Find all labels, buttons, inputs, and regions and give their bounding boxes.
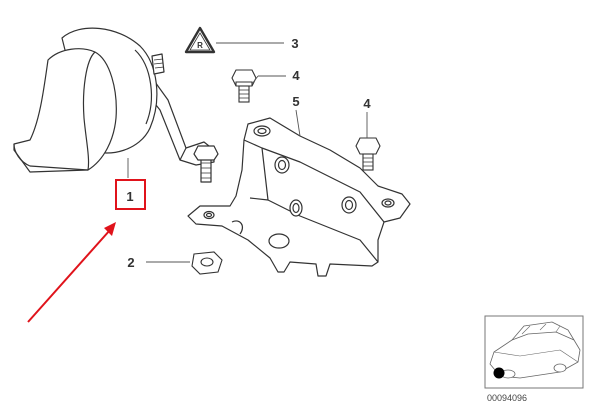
callout-nut: 2 — [127, 255, 134, 270]
callout-bolt-right: 4 — [363, 96, 371, 111]
callout-bracket: 5 — [292, 94, 299, 109]
diagram-number: 00094096 — [487, 393, 527, 403]
callout-label: 3 — [291, 36, 298, 51]
car-thumbnail-icon — [484, 315, 584, 389]
horn-part — [13, 27, 219, 183]
callout-horn: 1 — [126, 189, 133, 204]
highlight-box — [115, 179, 146, 210]
svg-text:R: R — [197, 41, 203, 50]
location-marker — [493, 367, 505, 379]
nut-part — [191, 251, 223, 275]
red-arrow-icon — [27, 222, 116, 323]
bracket-part — [187, 117, 411, 277]
leader-lines — [127, 42, 368, 263]
callout-bolt-top: 4 — [292, 68, 300, 83]
bolt-part-top — [231, 69, 257, 103]
warning-triangle-icon: R — [184, 26, 216, 54]
bolt-part-right — [355, 137, 381, 171]
